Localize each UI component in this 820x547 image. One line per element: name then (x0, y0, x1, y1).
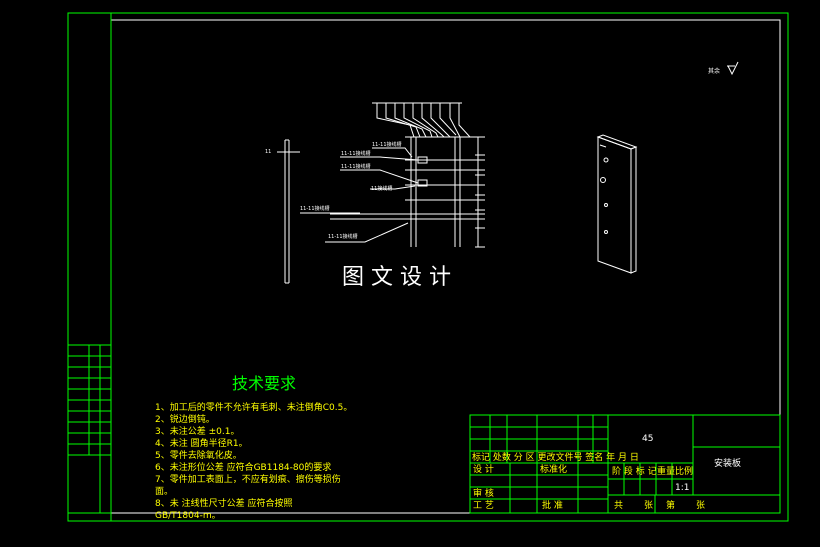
title-block: 标记 处数 分 区 更改文件号 签名 年 月 日 设 计 标准化 审 核 工 艺… (469, 414, 781, 514)
tech-requirements: 技术要求 1、加工后的零件不允许有毛刺、未注倒角C0.5。 2、锐边倒钝。 3、… (155, 374, 352, 521)
left-side-table (67, 344, 112, 514)
requirement-item: 4、未注 圆角半径R1。 (155, 437, 248, 449)
scale-value: 1:1 (675, 483, 689, 493)
outer-frame (67, 12, 789, 522)
part-code: 45 (642, 434, 653, 444)
weight-label: 重量 (657, 465, 675, 477)
watermark-text: 图 文 设 计 (342, 265, 451, 290)
callout-label: 11-11接线槽 (328, 233, 358, 240)
sheet-no-label: 第 (666, 499, 675, 511)
callout-label: 11-11接线槽 (300, 205, 330, 212)
main-assembly-view (300, 102, 485, 248)
requirement-item: GB/T1804-m。 (155, 511, 221, 521)
requirement-item: 7、零件加工表面上，不应有划痕、擦伤等损伤 (155, 473, 341, 485)
stage-mark-label: 阶 段 标 记 (612, 465, 657, 477)
process-label: 工 艺 (473, 500, 494, 511)
callout-label: 11-11接线槽 (341, 150, 371, 157)
design-label: 设 计 (473, 463, 494, 475)
tech-requirements-title: 技术要求 (232, 374, 296, 393)
callout-labels: 11-11接线槽 11-11接线槽 11接线槽 11-11接线槽 11-11接线… (300, 141, 402, 240)
requirement-item: 3、未注公差 ±0.1。 (155, 425, 239, 437)
left-part-label: 11 (265, 149, 271, 155)
callout-label: 11-11接线槽 (372, 141, 402, 148)
requirement-item: 5、零件去除氧化皮。 (155, 449, 242, 461)
requirement-item: 面。 (155, 486, 173, 497)
left-part-view (277, 139, 300, 284)
part-name: 安装板 (714, 457, 741, 469)
requirement-item: 6、未注形位公差 应符合GB1184-80的要求 (155, 461, 331, 473)
requirement-item: 1、加工后的零件不允许有毛刺、未注倒角C0.5。 (155, 401, 352, 413)
requirement-item: 8、未 注线性尺寸公差 应符合按照 (155, 497, 292, 509)
scale-label: 比例 (675, 465, 693, 477)
roughness-symbol: 其余 (708, 61, 739, 76)
sheets-label: 张 (644, 500, 653, 511)
review-label: 审 核 (473, 487, 494, 499)
standardization-label: 标准化 (540, 463, 567, 475)
sheet-label: 张 (696, 500, 705, 511)
callout-label: 11接线槽 (371, 185, 392, 192)
title-header-row: 标记 处数 分 区 更改文件号 签名 年 月 日 (472, 451, 639, 463)
mounting-plate-3d (596, 134, 638, 274)
requirement-item: 2、锐边倒钝。 (155, 413, 215, 425)
callout-label: 11-11接线槽 (341, 163, 371, 170)
total-label: 共 (614, 500, 623, 511)
roughness-label: 其余 (708, 67, 720, 75)
approve-label: 批 准 (542, 499, 563, 511)
